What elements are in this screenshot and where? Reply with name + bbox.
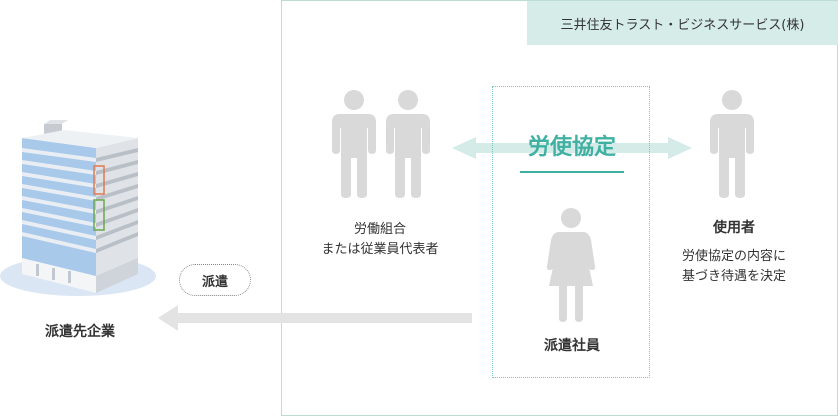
client-title: 派遣先企業 bbox=[45, 324, 115, 340]
agreement-arrow bbox=[452, 137, 692, 159]
employee-box bbox=[492, 86, 650, 378]
male-person-icon bbox=[332, 90, 376, 198]
union-line2: または従業員代表者 bbox=[321, 242, 439, 257]
dispatch-label: 派遣 bbox=[201, 274, 228, 290]
male-person-icon bbox=[386, 90, 430, 198]
office-building-icon bbox=[0, 120, 156, 296]
employer-label: 使用者 労使協定の内容に 基づき待遇を決定 bbox=[664, 218, 804, 287]
company-name: 三井住友トラスト・ビジネスサービス(株) bbox=[560, 17, 805, 33]
company-name-tag: 三井住友トラスト・ビジネスサービス(株) bbox=[527, 1, 838, 45]
company-frame bbox=[281, 0, 838, 416]
employee-title: 派遣社員 bbox=[544, 338, 600, 354]
male-person-icon bbox=[710, 90, 754, 198]
agreement-label: 労使協定 bbox=[527, 135, 616, 160]
union-label: 労働組合 または従業員代表者 bbox=[300, 220, 460, 260]
union-line1: 労働組合 bbox=[353, 222, 406, 237]
employer-title: 使用者 bbox=[713, 220, 755, 236]
dispatch-badge: 派遣 bbox=[179, 264, 251, 296]
dispatch-arrow bbox=[158, 305, 472, 331]
employer-line1: 労使協定の内容に bbox=[681, 249, 786, 264]
employer-line2: 基づき待遇を決定 bbox=[681, 269, 786, 284]
female-person-icon bbox=[546, 208, 596, 322]
agreement-underline bbox=[520, 171, 624, 173]
